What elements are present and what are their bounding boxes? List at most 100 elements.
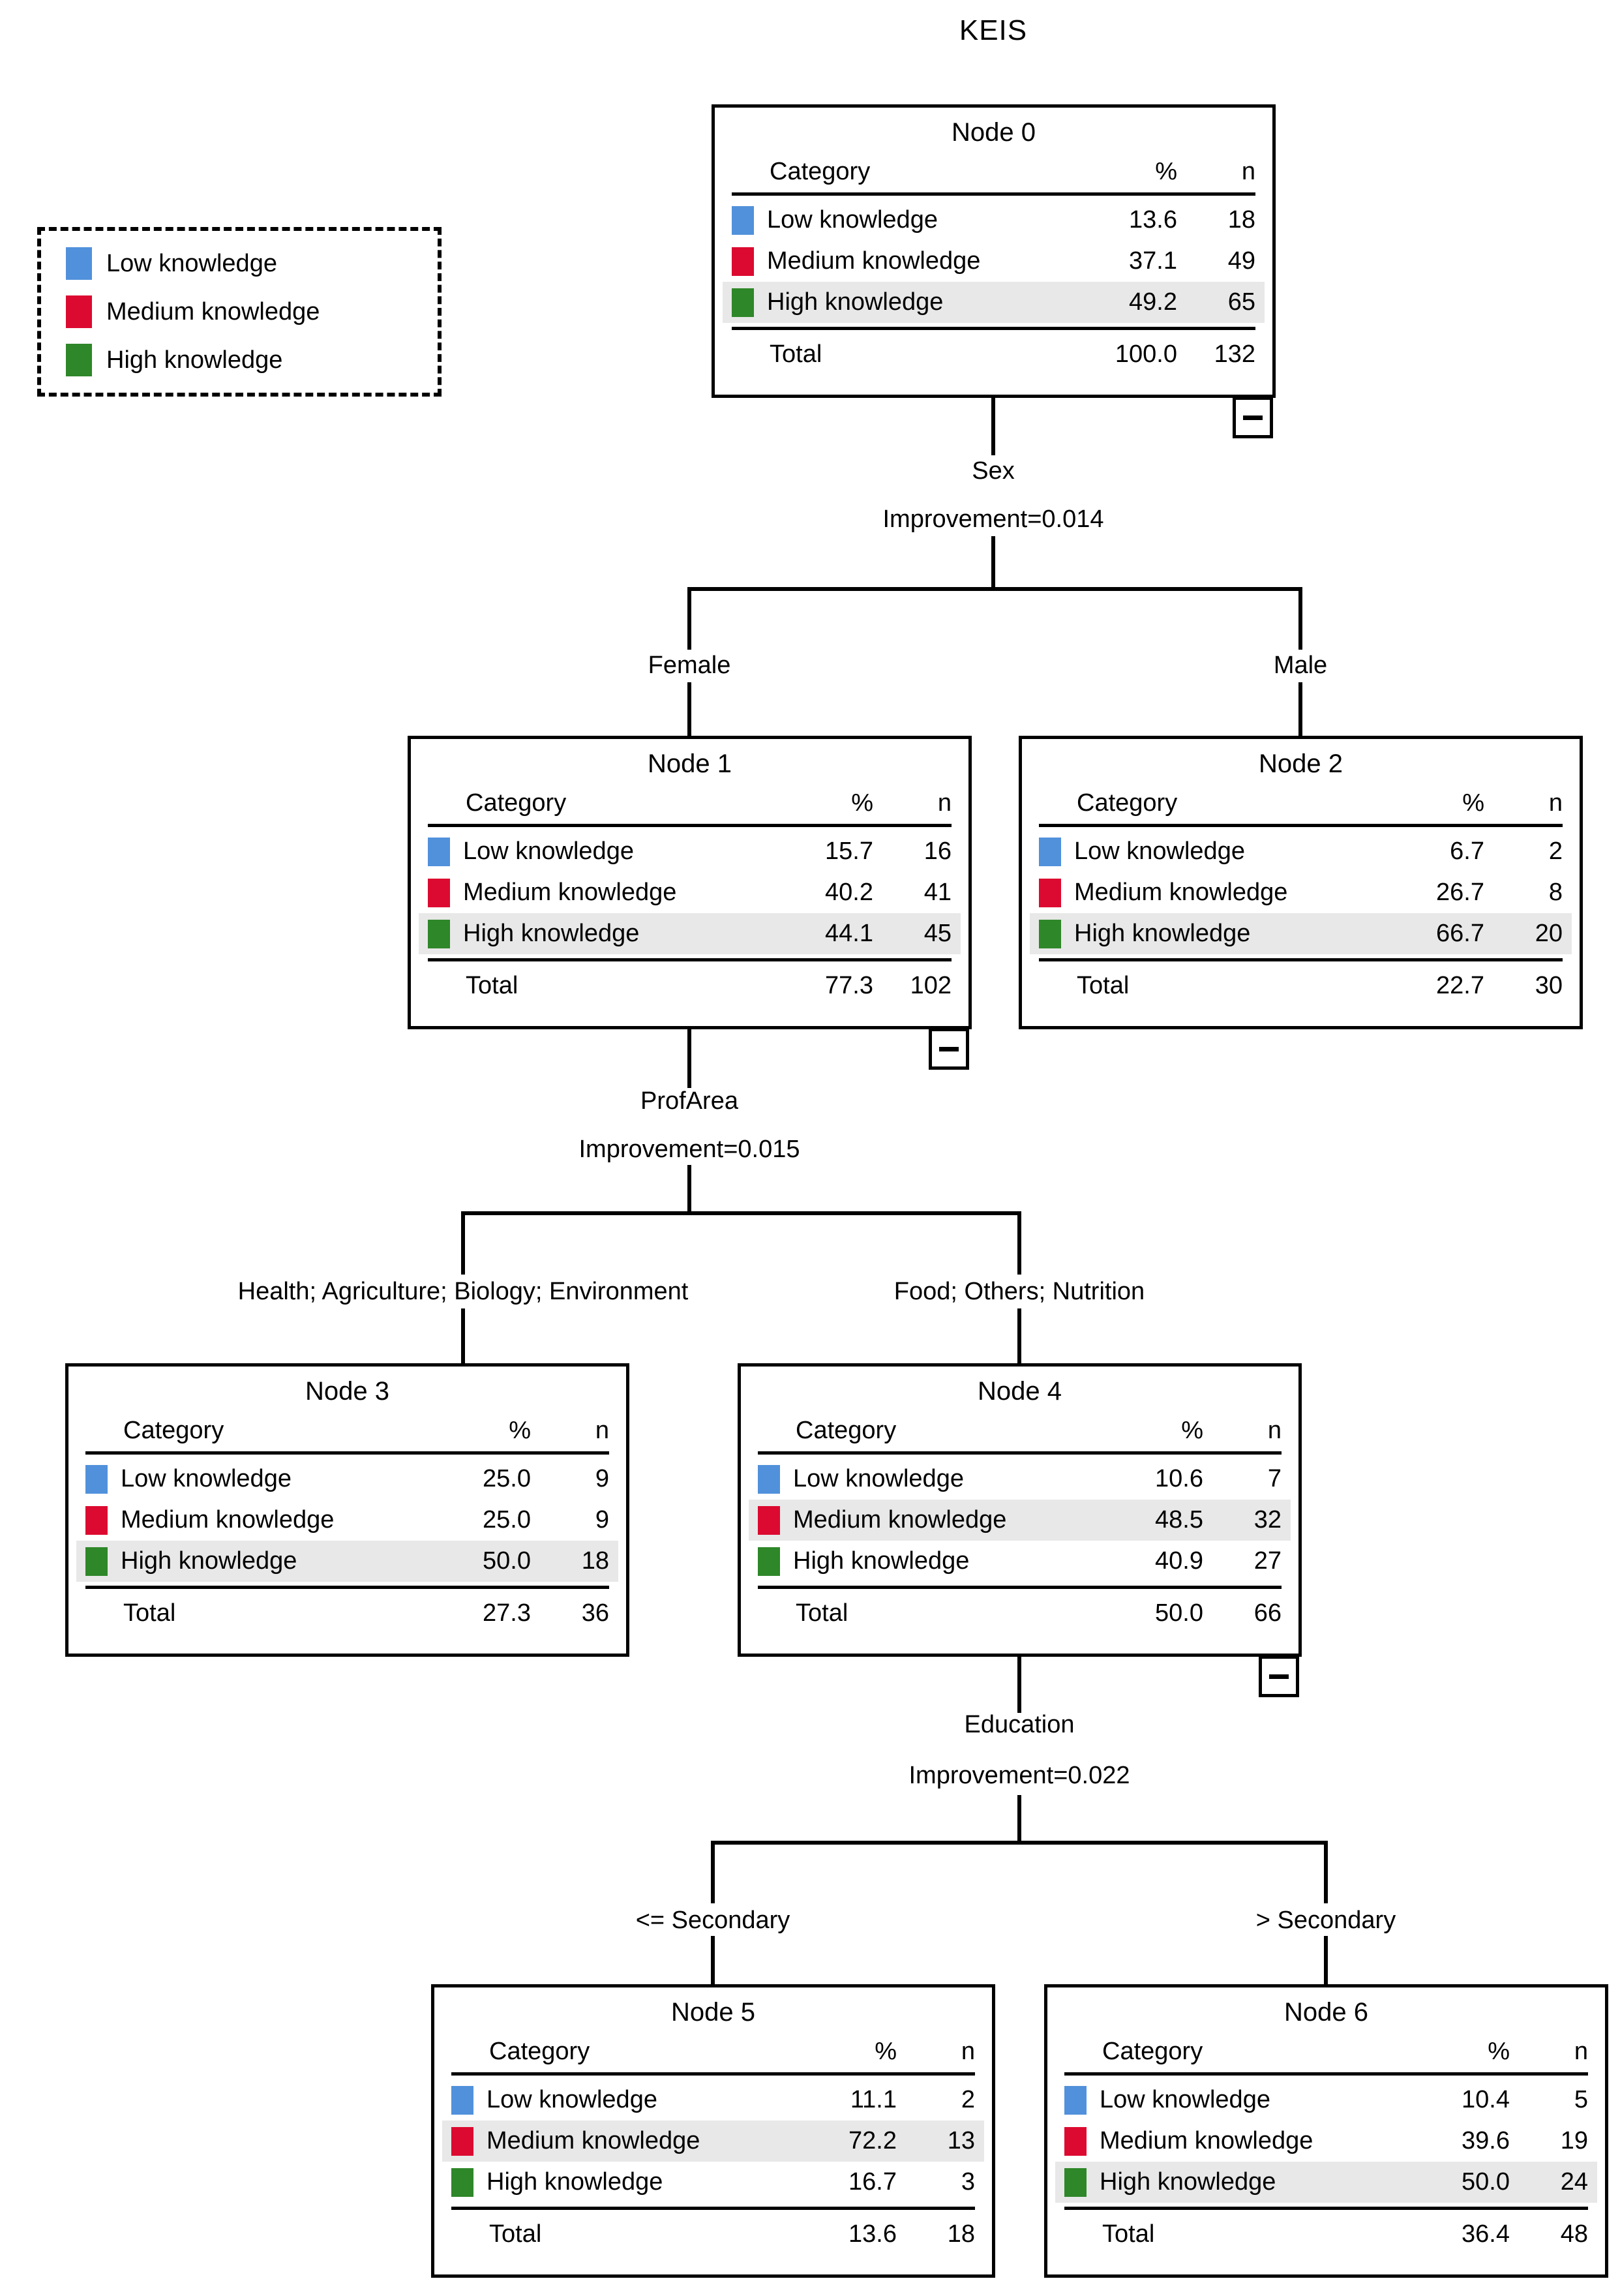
category-count: 16 <box>923 838 952 865</box>
category-count: 65 <box>1227 288 1255 316</box>
category-label: High knowledge <box>767 288 944 316</box>
category-color-swatch-icon <box>758 1464 780 1494</box>
category-label: High knowledge <box>793 1547 970 1575</box>
category-count: 27 <box>1253 1547 1282 1575</box>
category-label: Medium knowledge <box>1100 2127 1313 2154</box>
total-percent: 50.0 <box>1155 1599 1203 1627</box>
collapse-node-1-button[interactable] <box>929 1028 969 1070</box>
connector-line <box>461 1211 465 1275</box>
category-count: 49 <box>1227 247 1255 275</box>
category-label: Medium knowledge <box>793 1506 1007 1533</box>
category-column-header: Category <box>1077 789 1178 817</box>
category-count: 7 <box>1267 1465 1282 1492</box>
category-percent: 50.0 <box>1462 2168 1510 2196</box>
total-percent: 22.7 <box>1436 971 1484 999</box>
total-label: Total <box>1077 971 1130 999</box>
medium-knowledge-swatch-icon <box>66 295 92 328</box>
total-count: 48 <box>1560 2220 1588 2248</box>
node-title: Node 3 <box>305 1377 389 1406</box>
category-color-swatch-icon <box>732 288 754 317</box>
category-percent: 40.2 <box>825 879 873 906</box>
legend-item: Medium knowledge <box>66 295 438 328</box>
table-header: Category % n <box>732 153 1255 196</box>
high-knowledge-swatch-icon <box>66 344 92 376</box>
total-percent: 100.0 <box>1115 340 1177 368</box>
collapse-node-4-button[interactable] <box>1259 1655 1299 1697</box>
category-color-swatch-icon <box>1039 837 1061 866</box>
category-percent: 10.6 <box>1155 1465 1203 1492</box>
table-header: Category % n <box>758 1412 1282 1455</box>
split-improvement-label: Improvement=0.014 <box>882 506 1104 533</box>
category-label: High knowledge <box>121 1547 297 1575</box>
connector-line <box>461 1211 1021 1215</box>
minus-icon <box>939 1046 959 1051</box>
connector-line <box>711 1936 715 1984</box>
category-percent: 49.2 <box>1129 288 1177 316</box>
connector-line <box>687 1029 691 1088</box>
table-header: Category % n <box>1064 2032 1588 2076</box>
branch-value-label: > Secondary <box>1255 1907 1396 1934</box>
branch-value-label: Male <box>1273 652 1328 679</box>
category-color-swatch-icon <box>85 1505 108 1535</box>
legend-label: High knowledge <box>106 346 283 374</box>
category-percent: 6.7 <box>1450 838 1484 865</box>
total-label: Total <box>770 340 822 368</box>
n-column-header: n <box>1574 2038 1588 2065</box>
total-count: 18 <box>947 2220 975 2248</box>
category-count: 18 <box>1227 206 1255 234</box>
branch-value-label: <= Secondary <box>635 1907 790 1934</box>
total-label: Total <box>1102 2220 1155 2248</box>
percent-column-header: % <box>509 1417 531 1444</box>
total-row: Total 77.3 102 <box>428 963 952 1008</box>
split-variable-label: Sex <box>972 457 1015 485</box>
connector-line <box>1324 1841 1328 1903</box>
category-color-swatch-icon <box>451 2085 473 2115</box>
connector-line <box>1324 1936 1328 1984</box>
category-count: 32 <box>1253 1506 1282 1533</box>
total-percent: 13.6 <box>848 2220 897 2248</box>
category-count: 3 <box>961 2168 975 2196</box>
category-percent: 16.7 <box>848 2168 897 2196</box>
n-column-header: n <box>1267 1417 1282 1444</box>
category-label: Medium knowledge <box>121 1506 335 1533</box>
category-count: 2 <box>961 2086 975 2113</box>
category-color-swatch-icon <box>1039 878 1061 907</box>
category-column-header: Category <box>796 1417 897 1444</box>
connector-line <box>687 682 691 736</box>
percent-column-header: % <box>1462 789 1484 817</box>
collapse-node-0-button[interactable] <box>1233 397 1273 438</box>
n-column-header: n <box>595 1417 609 1444</box>
category-label: Medium knowledge <box>1074 879 1288 906</box>
category-label: Low knowledge <box>463 838 634 865</box>
total-count: 102 <box>910 971 952 999</box>
category-percent: 66.7 <box>1436 920 1484 947</box>
category-count: 9 <box>595 1506 609 1533</box>
legend-item: Low knowledge <box>66 247 438 280</box>
total-label: Total <box>466 971 518 999</box>
total-row: Total 13.6 18 <box>451 2211 975 2257</box>
percent-column-header: % <box>1155 158 1177 185</box>
category-color-swatch-icon <box>85 1547 108 1576</box>
category-color-swatch-icon <box>428 837 450 866</box>
percent-column-header: % <box>875 2038 897 2065</box>
category-percent: 26.7 <box>1436 879 1484 906</box>
category-color-swatch-icon <box>732 205 754 235</box>
n-column-header: n <box>961 2038 975 2065</box>
